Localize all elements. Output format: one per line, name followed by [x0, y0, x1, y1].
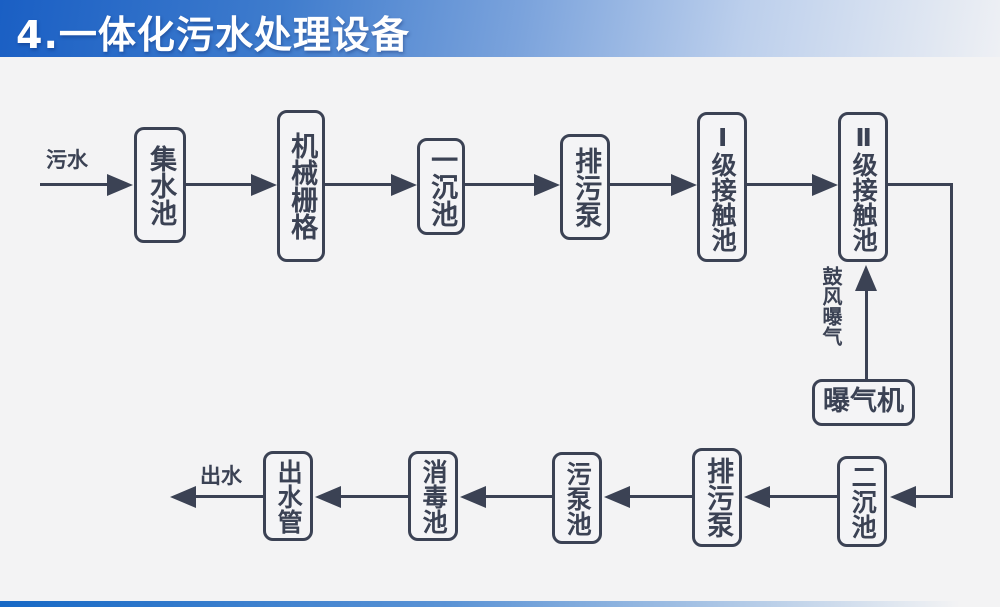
arrow-line — [325, 183, 392, 186]
arrowhead-right-icon — [671, 174, 697, 196]
arrowhead-left-icon — [170, 486, 196, 508]
node-primary-sedimentation-tank: 一沉池 — [417, 138, 465, 235]
node-collection-tank: 集水池 — [134, 127, 186, 243]
bottom-accent-bar — [0, 601, 1000, 607]
node-secondary-sedimentation-tank: 二沉池 — [837, 456, 887, 547]
outflow-label: 出水 — [200, 464, 242, 488]
arrow-line — [196, 495, 263, 498]
arrowhead-right-icon — [251, 174, 277, 196]
connector-top-segment — [888, 183, 953, 186]
arrow-line — [465, 183, 535, 186]
node-disinfection-tank: 消毒池 — [408, 451, 458, 541]
arrow-line — [865, 291, 868, 379]
arrowhead-left-icon — [315, 486, 341, 508]
page-title: 4.一体化污水处理设备 — [16, 13, 410, 57]
title-bar: 4.一体化污水处理设备 — [0, 0, 1000, 57]
node-level-2-contact-tank: Ⅱ级接触池 — [838, 112, 888, 262]
arrow-line — [630, 495, 692, 498]
node-sewage-discharge-pump-top: 排污泵 — [560, 134, 610, 240]
connector-vertical-segment — [950, 183, 953, 498]
node-mechanical-screen: 机械栅格 — [277, 110, 325, 262]
arrow-line — [770, 495, 837, 498]
aeration-label: 鼓风曝气 — [819, 266, 843, 346]
arrow-line — [747, 183, 813, 186]
connector-bottom-segment — [916, 495, 953, 498]
arrow-line — [610, 183, 672, 186]
arrowhead-left-icon — [890, 486, 916, 508]
arrowhead-left-icon — [460, 486, 486, 508]
node-sewage-discharge-pump-bottom: 排污泵 — [692, 448, 742, 547]
arrowhead-left-icon — [604, 486, 630, 508]
node-sludge-pump-tank: 污泵池 — [552, 452, 602, 544]
arrow-line — [341, 495, 408, 498]
arrowhead-right-icon — [534, 174, 560, 196]
arrowhead-right-icon — [812, 174, 838, 196]
arrowhead-left-icon — [744, 486, 770, 508]
arrowhead-right-icon — [107, 174, 133, 196]
node-level-1-contact-tank: Ⅰ级接触池 — [697, 112, 747, 262]
node-outlet-pipe: 出水管 — [263, 451, 313, 541]
arrowhead-up-icon — [855, 265, 877, 291]
arrow-line — [186, 183, 252, 186]
arrow-line — [486, 495, 552, 498]
arrowhead-right-icon — [391, 174, 417, 196]
node-aerator: 曝气机 — [812, 379, 915, 426]
arrow-line — [40, 183, 107, 186]
inflow-label: 污水 — [46, 148, 88, 172]
